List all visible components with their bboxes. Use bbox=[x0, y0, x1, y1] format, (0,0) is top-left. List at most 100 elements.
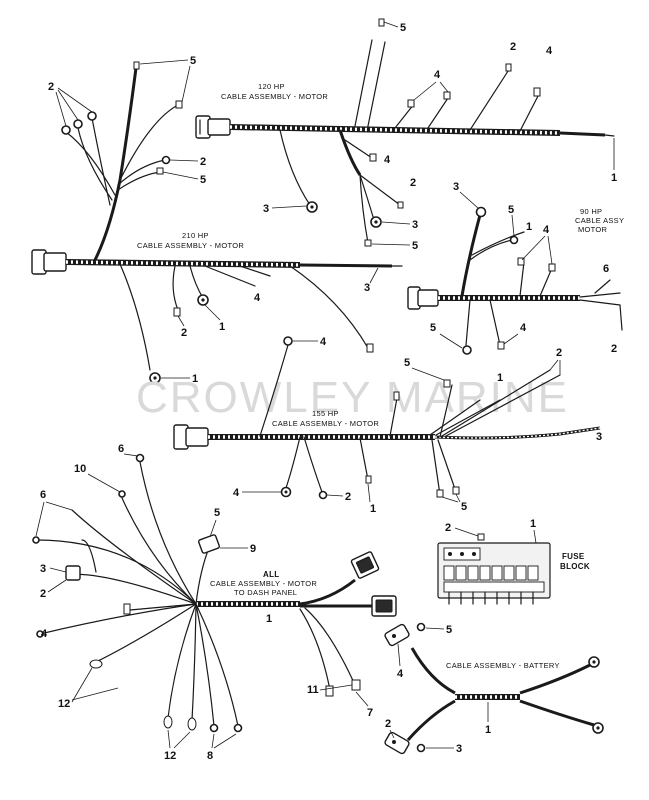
terminal bbox=[351, 679, 361, 691]
title-dash-line1: ALL bbox=[263, 570, 279, 579]
callout-number: 2 bbox=[200, 156, 206, 168]
connector-plug bbox=[371, 595, 397, 617]
title-210hp-line1: 210 HP bbox=[182, 231, 209, 240]
title-155hp-line1: 155 HP bbox=[312, 409, 339, 418]
callout-number: 5 bbox=[214, 507, 220, 519]
callout-number: 1 bbox=[266, 613, 272, 625]
fuse-block: FUSE BLOCK 2 1 bbox=[437, 518, 590, 605]
assembly-210hp: 210 HP CABLE ASSEMBLY - MOTOR 2 5 2 5 4 … bbox=[31, 55, 403, 385]
callout-number: 3 bbox=[596, 431, 602, 443]
branch-wire bbox=[354, 39, 373, 127]
callouts-fuse: 2 1 bbox=[445, 518, 537, 544]
callouts-battery: 5 4 1 2 3 bbox=[385, 624, 491, 755]
callout-number: 4 bbox=[546, 45, 553, 57]
terminal bbox=[133, 61, 140, 70]
connector-plug bbox=[350, 551, 380, 579]
callout-number: 4 bbox=[543, 224, 550, 236]
callout-number: 2 bbox=[345, 491, 351, 503]
fuse-slots bbox=[443, 565, 545, 593]
callout-number: 12 bbox=[58, 698, 70, 710]
callouts-dash: 6 10 6 5 9 3 2 1 4 12 11 7 12 bbox=[35, 443, 373, 762]
callout-number: 1 bbox=[192, 373, 198, 385]
callout-number: 4 bbox=[233, 487, 240, 499]
assembly-90hp: 90 HP CABLE ASSY MOTOR 3 5 1 4 6 5 4 2 bbox=[407, 181, 624, 355]
callout-number: 2 bbox=[510, 41, 516, 53]
callout-number: 8 bbox=[207, 750, 213, 762]
callout-number: 1 bbox=[611, 172, 617, 184]
branch-wire bbox=[119, 104, 179, 181]
callout-number: 9 bbox=[250, 543, 256, 555]
title-dash-line2: CABLE ASSEMBLY - MOTOR bbox=[210, 579, 317, 588]
branch-wire bbox=[429, 399, 481, 436]
title-120hp-line2: CABLE ASSEMBLY - MOTOR bbox=[221, 92, 328, 101]
callout-number: 2 bbox=[611, 343, 617, 355]
title-dash-line3: TO DASH PANEL bbox=[234, 588, 297, 597]
assembly-dash: ALL CABLE ASSEMBLY - MOTOR TO DASH PANEL… bbox=[32, 443, 397, 762]
callout-number: 4 bbox=[434, 69, 441, 81]
callout-number: 5 bbox=[190, 55, 196, 67]
connector-plug bbox=[31, 249, 67, 275]
callout-number: 3 bbox=[364, 282, 370, 294]
branch-wire bbox=[469, 239, 513, 261]
fan-wires bbox=[35, 461, 239, 727]
title-fuse-line2: BLOCK bbox=[560, 562, 590, 571]
terminal bbox=[517, 257, 525, 266]
callout-number: 1 bbox=[530, 518, 536, 530]
callout-number: 2 bbox=[48, 81, 54, 93]
callout-number: 4 bbox=[397, 668, 404, 680]
callout-number: 2 bbox=[181, 327, 187, 339]
callout-number: 1 bbox=[485, 724, 491, 736]
callout-number: 1 bbox=[219, 321, 225, 333]
callout-number: 6 bbox=[118, 443, 124, 455]
callout-number: 2 bbox=[445, 522, 451, 534]
callout-number: 2 bbox=[556, 347, 562, 359]
ring-terminal bbox=[475, 206, 487, 218]
ring-terminal bbox=[61, 125, 71, 135]
callouts-120hp: 5 2 4 4 4 2 3 3 5 1 bbox=[263, 21, 617, 252]
callout-number: 6 bbox=[603, 263, 609, 275]
callouts-210hp: 2 5 2 5 4 1 2 3 1 bbox=[48, 55, 379, 385]
callout-number: 12 bbox=[164, 750, 176, 762]
callout-number: 4 bbox=[384, 154, 391, 166]
callouts-90hp: 3 5 1 4 6 5 4 2 bbox=[430, 181, 617, 355]
callout-number: 6 bbox=[40, 489, 46, 501]
callout-number: 3 bbox=[40, 563, 46, 575]
callout-number: 4 bbox=[320, 336, 327, 348]
callout-number: 1 bbox=[370, 503, 376, 515]
assembly-120hp: 120 HP CABLE ASSEMBLY - MOTOR 5 2 4 4 4 … bbox=[195, 18, 617, 252]
callout-number: 3 bbox=[412, 219, 418, 231]
connector-plug bbox=[195, 115, 231, 139]
title-battery: CABLE ASSEMBLY - BATTERY bbox=[446, 661, 560, 670]
callout-number: 5 bbox=[400, 22, 406, 34]
title-90hp-line2: CABLE ASSY bbox=[575, 216, 624, 225]
title-120hp-line1: 120 HP bbox=[258, 82, 285, 91]
callout-number: 10 bbox=[74, 463, 86, 475]
battery-clamp bbox=[384, 731, 410, 755]
terminal bbox=[378, 18, 385, 27]
title-90hp-line1: 90 HP bbox=[580, 207, 602, 216]
fuse bbox=[477, 533, 485, 541]
callout-number: 2 bbox=[385, 718, 391, 730]
callout-number: 3 bbox=[263, 203, 269, 215]
connector-plug bbox=[173, 424, 209, 450]
watermark: CROWLEY MARINE bbox=[136, 373, 569, 422]
callout-number: 4 bbox=[254, 292, 261, 304]
callout-number: 2 bbox=[410, 177, 416, 189]
title-155hp-line2: CABLE ASSEMBLY - MOTOR bbox=[272, 419, 379, 428]
callout-number: 1 bbox=[497, 372, 503, 384]
callout-number: 3 bbox=[453, 181, 459, 193]
assembly-155hp: 155 HP CABLE ASSEMBLY - MOTOR 4 5 1 2 4 … bbox=[173, 336, 602, 515]
callout-number: 5 bbox=[200, 174, 206, 186]
callout-number: 4 bbox=[41, 628, 48, 640]
callout-number: 5 bbox=[404, 357, 410, 369]
terminal bbox=[443, 379, 451, 388]
callout-number: 1 bbox=[526, 221, 532, 233]
nut bbox=[416, 622, 426, 632]
callout-number: 2 bbox=[40, 588, 46, 600]
callout-number: 11 bbox=[307, 684, 319, 696]
assembly-battery: CABLE ASSEMBLY - BATTERY 5 4 1 2 3 bbox=[384, 622, 604, 755]
title-fuse-line1: FUSE bbox=[562, 552, 585, 561]
callout-number: 4 bbox=[520, 322, 527, 334]
callouts-155hp: 4 5 1 2 4 2 1 5 3 bbox=[233, 336, 602, 515]
